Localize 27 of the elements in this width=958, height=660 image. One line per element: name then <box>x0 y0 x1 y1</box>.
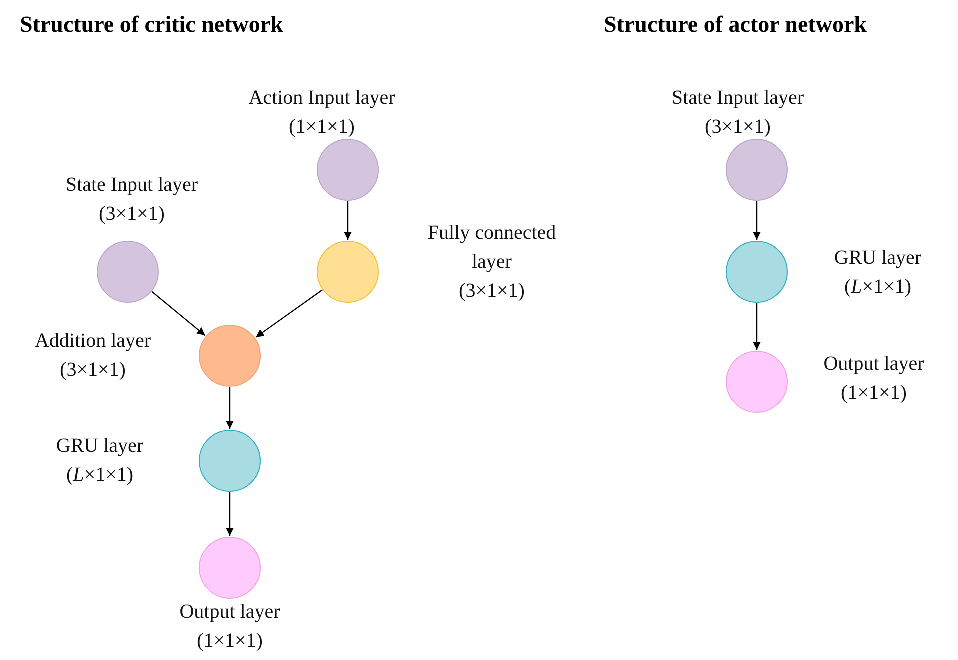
layer-dimensions: (1×1×1) <box>196 629 264 654</box>
layer-name: Action Input layer <box>248 86 396 111</box>
layer-name: Addition layer <box>34 329 152 354</box>
section-heading: Structure of actor network <box>604 12 867 38</box>
layer-dimensions: (3×1×1) <box>59 358 127 383</box>
arrow <box>226 387 234 429</box>
arrow <box>256 290 324 338</box>
arrow <box>344 201 352 240</box>
section-heading: Structure of critic network <box>20 12 284 38</box>
layer-name: Output layer <box>824 352 924 377</box>
arrow <box>753 201 761 240</box>
layer-dimensions: (3×1×1) <box>458 279 526 304</box>
arrow <box>753 303 761 350</box>
layer-name: GRU layer <box>834 246 922 271</box>
layer-dimensions: (L×1×1) <box>66 463 134 488</box>
layer-dimensions: (1×1×1) <box>288 115 356 140</box>
arrow <box>152 291 206 336</box>
layer-dimensions: (L×1×1) <box>844 275 912 300</box>
layer-name: State Input layer <box>672 86 804 111</box>
layer-name: Output layer <box>180 600 280 625</box>
layer-name: GRU layer <box>56 434 144 459</box>
layer-dimensions: (3×1×1) <box>98 202 166 227</box>
layer-dimensions: (3×1×1) <box>704 115 772 140</box>
layer-name: State Input layer <box>66 173 198 198</box>
layer-name: Fully connected layer <box>426 221 558 275</box>
layer-dimensions: (1×1×1) <box>840 381 908 406</box>
arrow <box>226 492 234 536</box>
